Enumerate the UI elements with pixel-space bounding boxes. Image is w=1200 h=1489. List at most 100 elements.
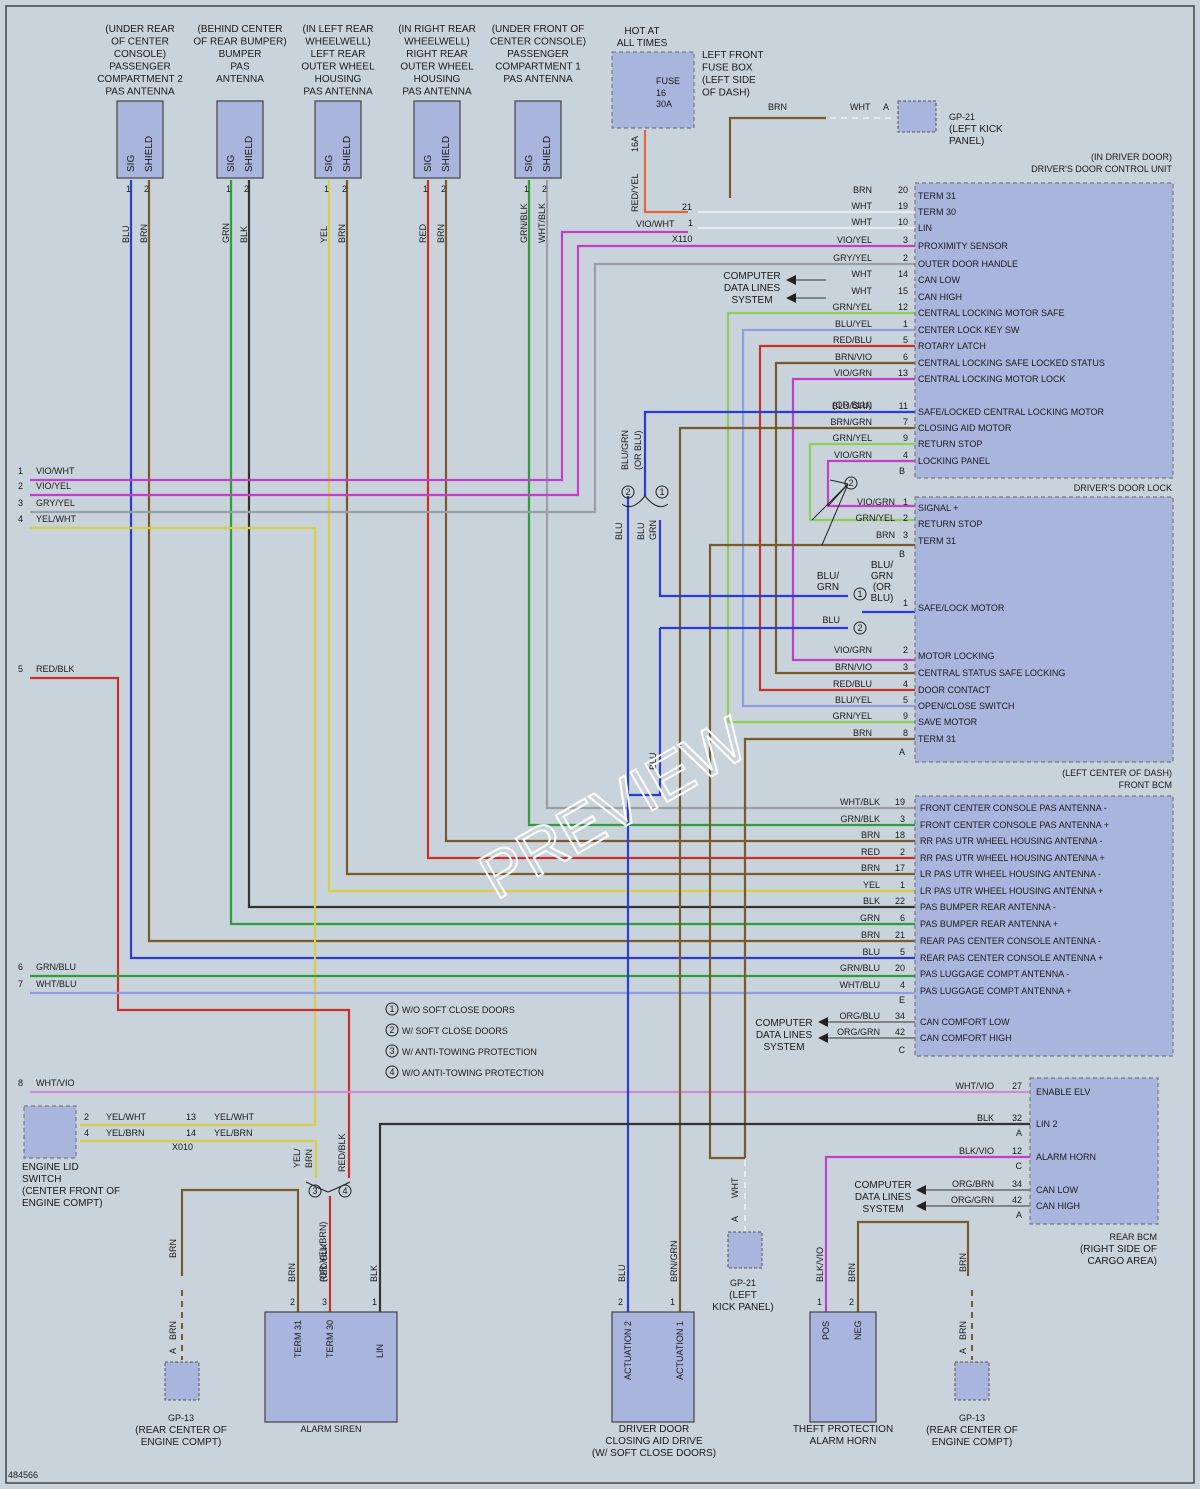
antenna-pas_left_rear xyxy=(314,100,362,179)
wire-brn-gp13-left xyxy=(180,1188,300,1312)
antenna-pas_rear_center xyxy=(116,100,164,179)
wire-gry-yel xyxy=(30,262,915,514)
ddcu-pin-wire: VIO/YEL xyxy=(837,235,872,245)
ddcu-pin-wire: BLU/YEL xyxy=(835,319,872,329)
left-wire-color: GRY/YEL xyxy=(36,498,75,508)
engine-lid-pin: 4 xyxy=(84,1128,89,1138)
closing-aid-pin-wire: BLU xyxy=(617,1264,627,1282)
door-lock-pin2-label: TERM 31 xyxy=(918,734,956,744)
siren-pin-wire: BRN xyxy=(287,1263,297,1282)
rear-can-arrow xyxy=(916,1185,926,1195)
ddcu-pin-num: 9 xyxy=(903,433,908,443)
antenna-pin-label: SHIELD xyxy=(244,136,255,172)
wire-grn-yel-safe xyxy=(726,311,915,724)
x110-name: X110 xyxy=(672,234,692,244)
rear-bcm-pin-wire: BLK/VIO xyxy=(959,1146,994,1156)
ddcu-name: DRIVER'S DOOR CONTROL UNIT xyxy=(1031,164,1172,174)
gp21-pin: A xyxy=(883,102,889,112)
ddcu-pin-label: PROXIMITY SENSOR xyxy=(918,241,1008,251)
front-bcm-pin-num: 2 xyxy=(900,847,905,857)
safe-lock-wire2: BLU xyxy=(822,615,840,625)
gp21-bottom-name: GP-21 xyxy=(730,1278,756,1288)
front-bcm-pin-wire: GRN/BLK xyxy=(840,814,880,824)
front-bcm-pin-label: PAS LUGGAGE COMPT ANTENNA + xyxy=(920,986,1071,996)
antenna-wire-color: GRN/BLK xyxy=(519,203,529,243)
engine-lid-location: SWITCH xyxy=(22,1174,61,1185)
front-bcm-pin-label: LR PAS UTR WHEEL HOUSING ANTENNA - xyxy=(920,869,1101,879)
door-lock-pin-wire: GRN/YEL xyxy=(855,513,895,523)
front-bcm-connector: E xyxy=(899,995,905,1005)
antenna-location: OF CENTER xyxy=(111,37,169,48)
door-lock-pin-wire: BRN xyxy=(876,530,895,540)
antenna-wire-color: GRN xyxy=(221,223,231,243)
left-wire-number: 5 xyxy=(18,664,23,674)
door-lock-box xyxy=(914,496,1174,763)
gp13-left-location: ENGINE COMPT) xyxy=(141,1437,222,1448)
ddcu-pin-label: SAFE/LOCKED CENTRAL LOCKING MOTOR xyxy=(918,407,1105,417)
ddcu-pin-num: 19 xyxy=(898,201,908,211)
door-lock-pin2-num: 8 xyxy=(903,728,908,738)
antenna-location: ANTENNA xyxy=(216,74,264,85)
siren-pin-label: TERM 30 xyxy=(325,1320,335,1358)
antenna-wire-color: BLK xyxy=(239,226,249,243)
engine-lid-wire2: YEL/WHT xyxy=(214,1112,255,1122)
door-lock-pin-wire: VIO/GRN xyxy=(857,497,895,507)
pas-antenna-wire xyxy=(327,180,915,893)
front-bcm-computer-data: DATA LINES xyxy=(756,1030,813,1041)
fuse-hot-label: ALL TIMES xyxy=(617,38,668,49)
rear-bcm-pin-num: 42 xyxy=(1012,1195,1022,1205)
gp13-right-wire2: BRN xyxy=(958,1321,968,1340)
split-blu-lower: BLU xyxy=(648,752,658,770)
ddcu-pin-wire: GRY/YEL xyxy=(833,253,872,263)
antenna-location: CENTER CONSOLE) xyxy=(490,37,586,48)
ddcu-pin-wire: BRN/VIO xyxy=(835,352,872,362)
front-bcm-box xyxy=(914,795,1174,1057)
left-wire-color: VIO/YEL xyxy=(36,481,71,491)
gp13-right-location: (REAR CENTER OF xyxy=(926,1425,1018,1436)
rear-bcm-pin-num: 12 xyxy=(1012,1146,1022,1156)
wire-red-blu xyxy=(758,344,915,692)
front-bcm-pin-label: REAR PAS CENTER CONSOLE ANTENNA + xyxy=(920,953,1103,963)
antenna-pin-num: 1 xyxy=(423,184,428,194)
horn-pin-wire: BLK/VIO xyxy=(815,1247,825,1282)
legend-circle-num: 4 xyxy=(389,1067,394,1077)
engine-lid-location: ENGINE COMPT) xyxy=(22,1198,103,1209)
closing-aid-pin-label: ACTUATION 1 xyxy=(675,1321,685,1380)
antenna-pin-label: SHIELD xyxy=(144,136,155,172)
legend-circle xyxy=(385,1065,399,1079)
front-bcm-pin-wire: BRN xyxy=(861,863,880,873)
gp21-bottom-wire: WHT xyxy=(730,1177,740,1198)
gp13-left-wire: BRN xyxy=(168,1239,178,1258)
antenna-pin-label: SIG xyxy=(423,155,434,172)
diagram-id: 484566 xyxy=(8,1470,38,1480)
ddcu-pin-label: CAN LOW xyxy=(918,275,961,285)
gp13-left-wire2: BRN xyxy=(168,1321,178,1340)
legend-circle xyxy=(385,1023,399,1037)
rear-bcm-pin-wire: WHT/VIO xyxy=(956,1081,995,1091)
antenna-wire-color: BRN xyxy=(337,224,347,243)
fuse-hot-label: HOT AT xyxy=(624,26,659,37)
callout-1b-num: 1 xyxy=(659,487,664,497)
antenna-pin-num: 2 xyxy=(441,184,446,194)
front-bcm-pin-num: 6 xyxy=(900,913,905,923)
door-lock-pin2-label: SAVE MOTOR xyxy=(918,717,978,727)
rear-bcm-pin-num: 32 xyxy=(1012,1113,1022,1123)
split-blu: BLU xyxy=(614,522,624,540)
engine-lid-cnum: 14 xyxy=(186,1128,196,1138)
ddcu-pin-wire: GRN/YEL xyxy=(832,433,872,443)
gp21-name: GP-21 xyxy=(949,112,975,122)
wire-blu-yel xyxy=(741,328,915,708)
antenna-pin-num: 2 xyxy=(342,184,347,194)
siren-pin-wire: BLK xyxy=(369,1265,379,1282)
legend-circle xyxy=(385,1044,399,1058)
ddcu-pin-num: 12 xyxy=(898,302,908,312)
rear-bcm-connector: A xyxy=(1016,1128,1022,1138)
pas-antenna-wire xyxy=(545,180,915,810)
rear-bcm-computer-data: COMPUTER xyxy=(854,1180,911,1191)
gp21-top-ground xyxy=(897,100,937,133)
rear-bcm-pin-label: ALARM HORN xyxy=(1036,1152,1096,1162)
door-lock-pin-num: 1 xyxy=(903,497,908,507)
ddcu-computer-data: COMPUTER xyxy=(723,271,780,282)
antenna-location: (BEHIND CENTER xyxy=(197,24,282,35)
